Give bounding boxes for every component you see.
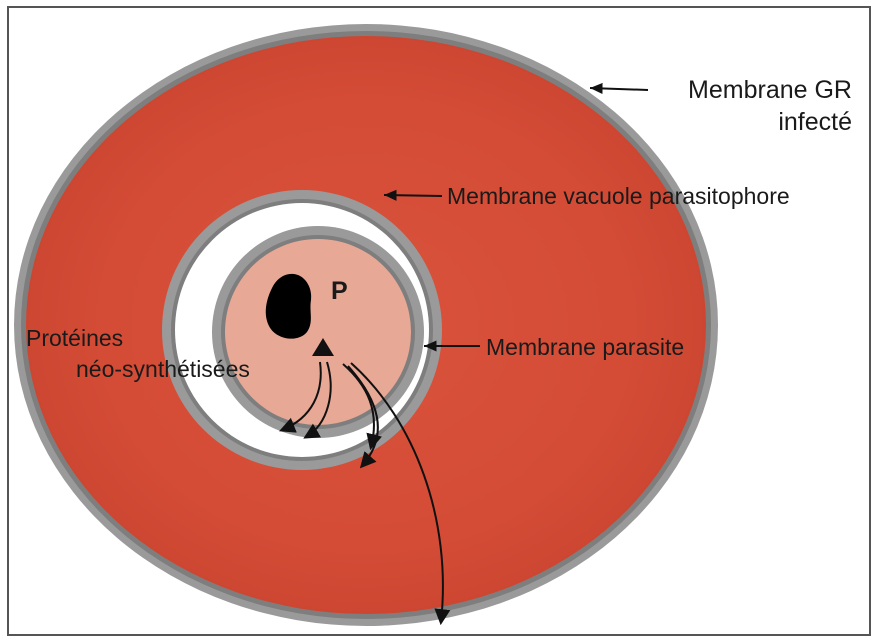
pointer-rbc-membrane xyxy=(590,88,648,90)
label-proteins-line2: néo-synthétisées xyxy=(76,356,250,382)
label-rbc-membrane-line1: Membrane GR xyxy=(688,76,852,104)
label-parasite-membrane: Membrane parasite xyxy=(486,334,684,360)
label-vacuole-membrane: Membrane vacuole parasitophore xyxy=(447,183,790,209)
pointer-vacuole-membrane xyxy=(384,195,442,196)
parasite: P xyxy=(212,226,424,438)
parasite-letter: P xyxy=(331,277,348,305)
label-rbc-membrane-line2: infecté xyxy=(778,108,852,136)
label-proteins-line1: Protéines xyxy=(26,325,123,351)
